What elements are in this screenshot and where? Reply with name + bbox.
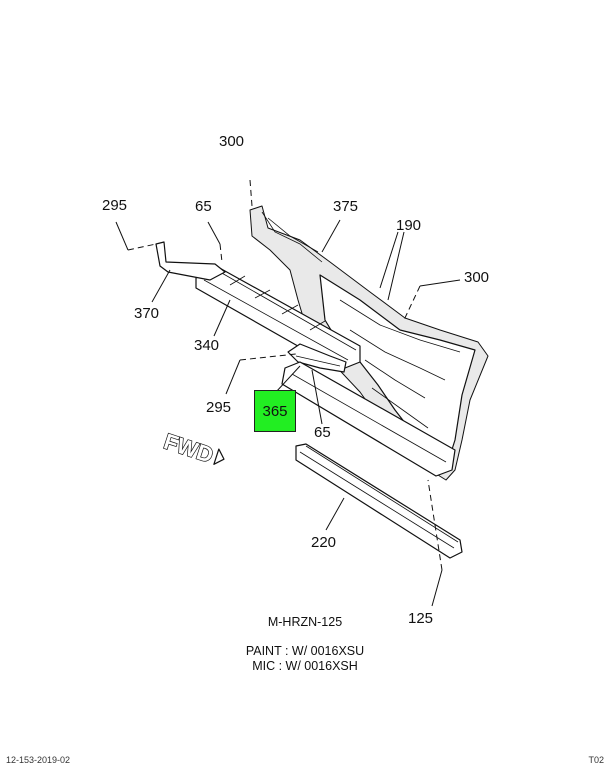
mic-note: MIC : W/ 0016XSH: [252, 659, 358, 673]
paint-note: PAINT : W/ 0016XSU: [245, 644, 365, 658]
callout-375: 375: [333, 198, 358, 215]
callouts: 300 295 65 375 190 300 370 340 295 65 22…: [102, 133, 489, 627]
callout-340: 340: [194, 337, 219, 354]
callout-370: 370: [134, 305, 159, 322]
callout-365-label: 365: [262, 402, 288, 420]
model-note: M-HRZN-125: [0, 615, 610, 630]
fwd-arrow: FWD: [160, 428, 225, 469]
callout-220: 220: [311, 534, 336, 551]
option-notes: PAINT : W/ 0016XSU MIC : W/ 0016XSH: [0, 644, 610, 674]
callout-65-bottom: 65: [314, 424, 331, 441]
cab-panel-assembly: [249, 205, 489, 481]
callout-295-left: 295: [102, 197, 127, 214]
callout-365-highlight[interactable]: 365: [254, 390, 296, 432]
sill-rail: [281, 361, 456, 477]
callout-300-top: 300: [219, 133, 244, 150]
callout-65-top: 65: [195, 198, 212, 215]
callout-300-right: 300: [464, 269, 489, 286]
callout-295-mid: 295: [206, 399, 231, 416]
model-code: M-HRZN-125: [267, 615, 343, 629]
callout-190: 190: [396, 217, 421, 234]
footer-left: 12-153-2019-02: [6, 755, 71, 765]
bracket-370: [155, 241, 226, 281]
callout-125: 125: [408, 610, 433, 627]
leader-lines: [115, 179, 461, 607]
channel-220: [295, 443, 463, 559]
footer-right: T02: [588, 755, 604, 765]
fwd-label: FWD: [161, 429, 216, 468]
